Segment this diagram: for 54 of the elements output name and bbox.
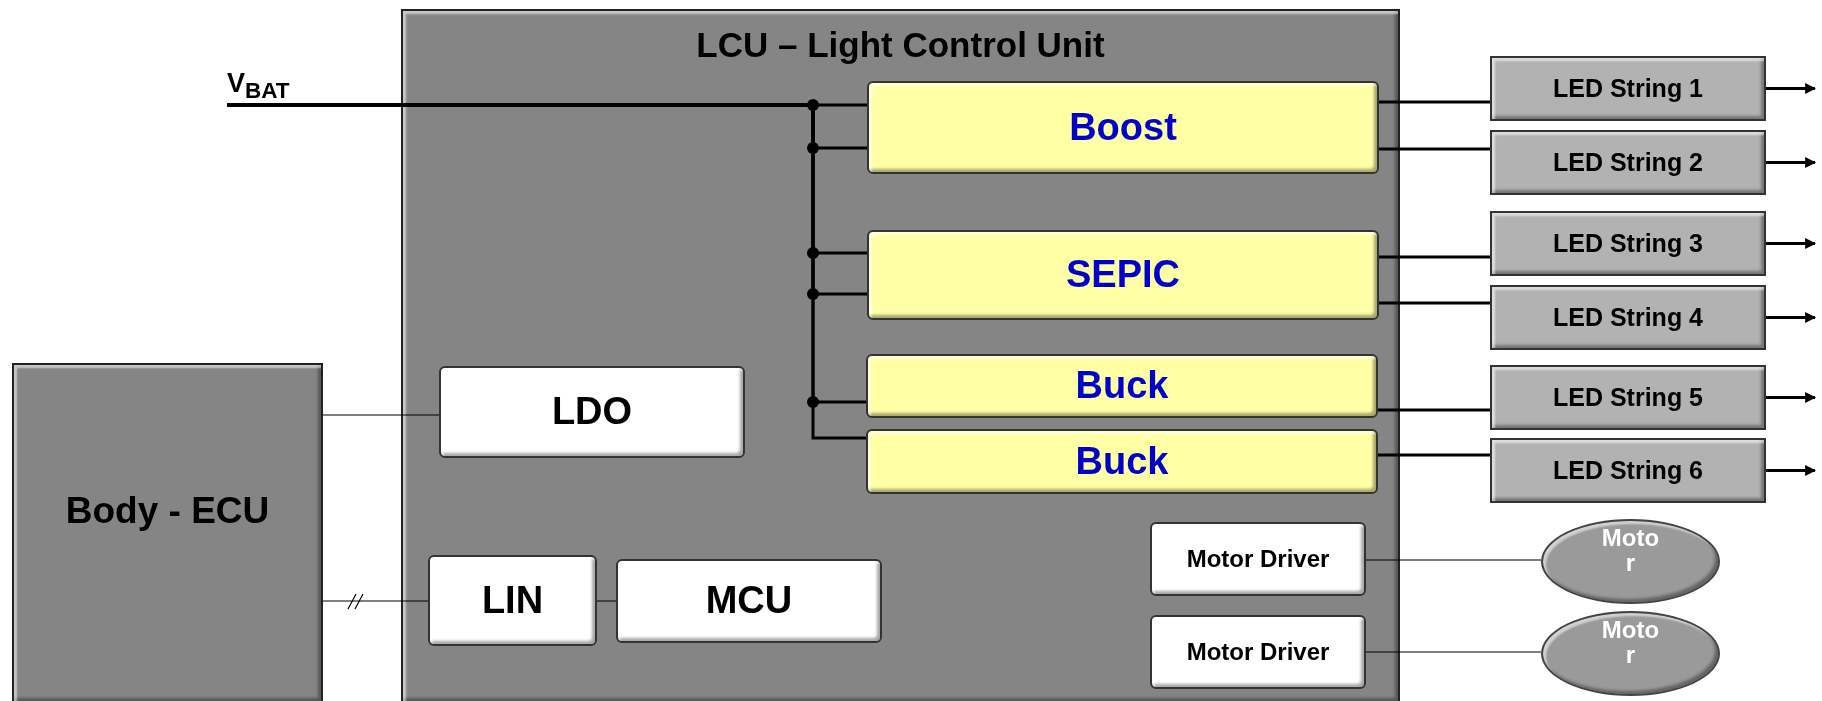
connector-line	[1365, 651, 1542, 653]
block-label: MCU	[705, 579, 793, 623]
arrow	[1766, 157, 1817, 168]
led-string-block	[1490, 130, 1766, 195]
led-string-block	[1490, 365, 1766, 430]
motor-label: Motor	[1600, 525, 1661, 576]
function-block	[428, 555, 597, 646]
block-label: LED String 6	[1553, 456, 1703, 485]
block-label: LED String 5	[1553, 383, 1703, 412]
supply-label: V$_{BAT}$	[227, 67, 290, 104]
block-label: SEPIC	[1065, 253, 1180, 297]
block-label: Motor Driver	[1186, 545, 1330, 573]
ecu-block	[12, 363, 323, 701]
arrow	[1766, 238, 1817, 249]
converter-block	[867, 81, 1379, 174]
connector-line	[596, 600, 617, 602]
connector-line	[1378, 453, 1490, 457]
arrow	[1766, 392, 1817, 403]
led-string-block	[1490, 211, 1766, 276]
block-label: LED String 1	[1553, 74, 1703, 103]
driver-block	[1150, 522, 1366, 596]
block-label: Body - ECU	[65, 490, 270, 533]
motor-label: Motor	[1600, 617, 1661, 668]
connector-line	[1379, 147, 1490, 151]
block-label: LED String 3	[1553, 229, 1703, 258]
connector-line	[1378, 408, 1490, 412]
connector-line	[322, 414, 440, 416]
block-label: Buck	[1075, 364, 1169, 408]
function-block	[616, 559, 882, 643]
connector-line	[1365, 559, 1542, 561]
led-string-block	[1490, 56, 1766, 121]
block-label: LED String 4	[1553, 303, 1703, 332]
converter-block	[866, 429, 1378, 494]
converter-block	[867, 230, 1379, 320]
block-label: Boost	[1069, 105, 1177, 150]
connector-line	[322, 600, 429, 602]
driver-block	[1150, 615, 1366, 689]
connector-line	[1379, 301, 1490, 305]
function-block	[439, 366, 745, 458]
connector-line	[1379, 100, 1490, 104]
block-label: LDO	[551, 390, 633, 434]
block-label: LED String 2	[1553, 148, 1703, 177]
arrow	[1766, 312, 1817, 323]
unit-title: LCU – Light Control Unit	[696, 25, 1105, 66]
led-string-block	[1490, 285, 1766, 350]
connector-line	[1379, 255, 1490, 259]
converter-block	[866, 354, 1378, 418]
control-unit-panel	[401, 9, 1400, 701]
arrow	[1766, 465, 1817, 476]
arrow	[1766, 83, 1817, 94]
led-string-block	[1490, 438, 1766, 503]
block-label: Motor Driver	[1186, 638, 1330, 666]
block-label: Buck	[1075, 439, 1169, 484]
block-label: LIN	[481, 578, 544, 623]
